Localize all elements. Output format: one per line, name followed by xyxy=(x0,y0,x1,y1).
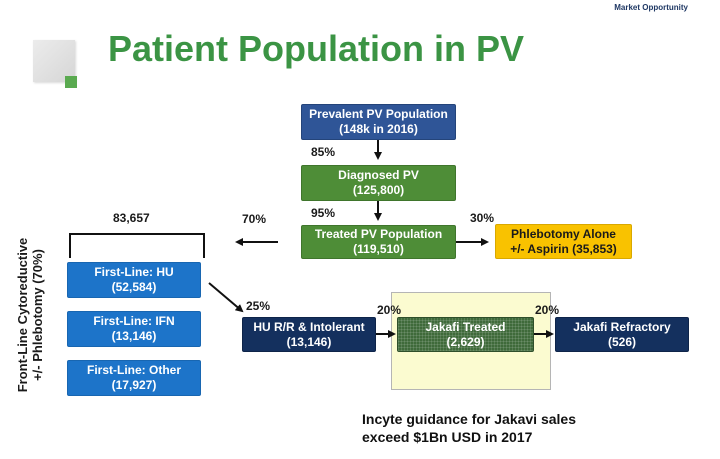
page-title: Patient Population in PV xyxy=(108,28,525,69)
bracket-firstline xyxy=(69,233,205,258)
decorative-square xyxy=(33,40,75,82)
diagnosed-pv-box: Diagnosed PV (125,800) xyxy=(301,165,456,201)
bracket-total: 83,657 xyxy=(113,211,150,225)
prevalent-pv-box: Prevalent PV Population (148k in 2016) xyxy=(301,104,456,140)
side-label-front-line: Front-Line Cytoreductive +/- Phlebotomy … xyxy=(15,237,45,393)
arrow-hu-to-hurr xyxy=(208,282,244,313)
pct-phlebotomy: 30% xyxy=(470,211,495,225)
firstline-other-box: First-Line: Other (17,927) xyxy=(67,360,201,396)
pct-hu-rr: 25% xyxy=(246,299,271,313)
jakafi-refractory-box: Jakafi Refractory (526) xyxy=(555,317,689,352)
pct-cytoreductive: 70% xyxy=(242,212,267,226)
decorative-green-square xyxy=(65,76,77,88)
guidance-note: Incyte guidance for Jakavi sales exceed … xyxy=(362,411,576,445)
firstline-hu-box: First-Line: HU (52,584) xyxy=(67,262,201,298)
treated-pv-box: Treated PV Population (119,510) xyxy=(301,225,456,259)
pct-treated: 95% xyxy=(311,206,336,220)
phlebotomy-box: Phlebotomy Alone +/- Aspirin (35,853) xyxy=(495,224,632,259)
jakafi-treated-box: Jakafi Treated (2,629) xyxy=(397,317,534,352)
hu-rr-intolerant-box: HU R/R & Intolerant (13,146) xyxy=(242,317,376,352)
pct-diagnosed: 85% xyxy=(311,145,336,159)
pct-jakafi-treated: 20% xyxy=(377,303,402,317)
section-tag: Market Opportunity xyxy=(614,3,688,12)
pct-jakafi-refractory: 20% xyxy=(535,303,560,317)
firstline-ifn-box: First-Line: IFN (13,146) xyxy=(67,311,201,347)
